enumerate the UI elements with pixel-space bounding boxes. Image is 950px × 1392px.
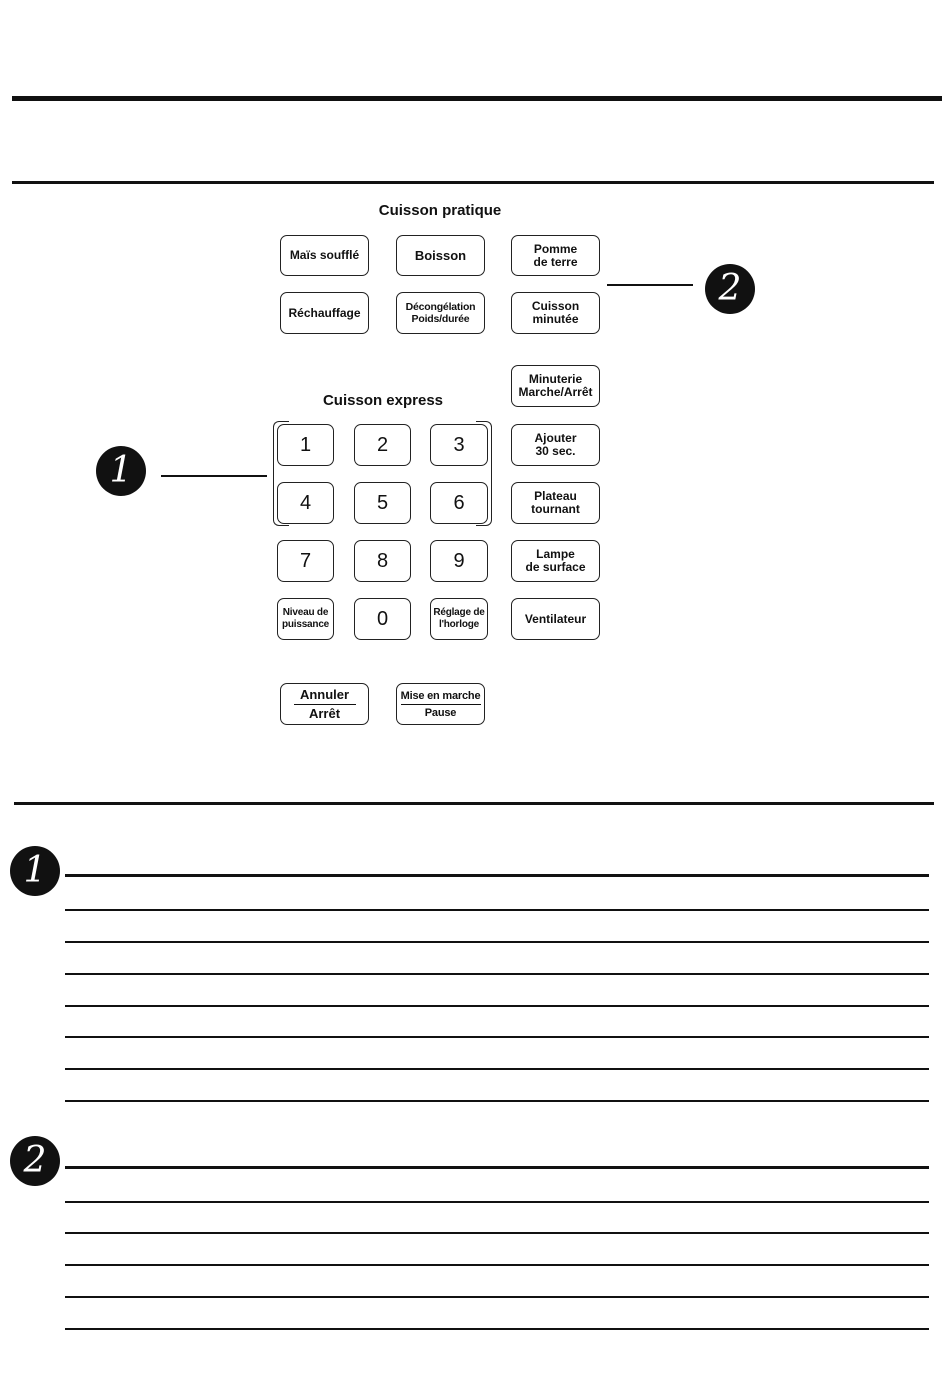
niveau-label-line2: puissance xyxy=(281,619,330,630)
lampe-label-line2: de surface xyxy=(525,560,586,574)
section-two-line xyxy=(65,1232,929,1234)
boisson-label: Boisson xyxy=(414,248,467,263)
numpad-key-0-label: 0 xyxy=(376,607,389,630)
ajouter-30-sec-button[interactable]: Ajouter 30 sec. xyxy=(511,424,600,466)
callout-one-number: 1 xyxy=(109,450,133,491)
annuler-label: Annuler xyxy=(299,686,350,702)
reglage-label-line2: l'horloge xyxy=(438,619,480,630)
ventilateur-label: Ventilateur xyxy=(524,611,587,626)
lampe-label-line1: Lampe xyxy=(536,547,575,561)
mise-en-marche-label: Mise en marche xyxy=(400,689,481,702)
numpad-key-3[interactable]: 3 xyxy=(430,424,488,466)
cuisson-express-heading: Cuisson express xyxy=(322,392,444,409)
numpad-key-9-label: 9 xyxy=(453,549,465,572)
annuler-divider xyxy=(293,703,356,705)
pomme-label-line2: de terre xyxy=(533,254,578,269)
pomme-de-terre-button[interactable]: Pomme de terre xyxy=(511,235,600,276)
cuisson-minutee-button[interactable]: Cuisson minutée xyxy=(511,292,600,334)
minuterie-label-line2: Marche/Arrêt xyxy=(518,385,593,399)
pause-label: Pause xyxy=(424,706,457,719)
reglage-label-line1: Réglage de xyxy=(433,607,485,618)
niveau-label-line1: Niveau de xyxy=(282,607,329,618)
mise-en-marche-pause-button[interactable]: Mise en marche Pause xyxy=(396,683,485,725)
section-two-number: 2 xyxy=(23,1140,47,1181)
mais-souffle-button[interactable]: Maïs soufflé xyxy=(280,235,369,276)
callout-one-badge: 1 xyxy=(96,446,146,496)
section-one-line xyxy=(65,1036,929,1038)
numpad-key-3-label: 3 xyxy=(453,433,465,456)
numpad-key-7[interactable]: 7 xyxy=(277,540,334,582)
numpad-key-9[interactable]: 9 xyxy=(430,540,488,582)
numpad-key-2-label: 2 xyxy=(376,433,389,456)
top-thin-rule xyxy=(12,181,934,184)
rechauffage-label: Réchauffage xyxy=(288,305,361,320)
numpad-key-0[interactable]: 0 xyxy=(354,598,411,640)
callout-one-leader-line xyxy=(161,475,267,477)
ajouter-label-line2: 30 sec. xyxy=(535,444,576,458)
plateau-label-line2: tournant xyxy=(531,502,580,516)
callout-two-number: 2 xyxy=(718,268,742,309)
numpad-key-7-label: 7 xyxy=(299,549,312,572)
top-thick-rule xyxy=(12,96,942,101)
callout-two-badge: 2 xyxy=(705,264,755,314)
numpad-key-6-label: 6 xyxy=(453,491,465,514)
boisson-button[interactable]: Boisson xyxy=(396,235,485,276)
section-two-badge: 2 xyxy=(10,1136,60,1186)
express-bracket-right xyxy=(476,421,492,526)
callout-two-leader-line xyxy=(607,284,693,286)
section-one-number: 1 xyxy=(23,850,47,891)
section-two-line xyxy=(65,1264,929,1266)
cuisson-pratique-heading: Cuisson pratique xyxy=(378,202,502,219)
section-one-line xyxy=(65,1005,929,1007)
plateau-tournant-button[interactable]: Plateau tournant xyxy=(511,482,600,524)
numpad-key-4-label: 4 xyxy=(299,491,312,514)
numpad-key-1-label: 1 xyxy=(299,433,312,456)
pomme-label-line1: Pomme xyxy=(533,241,578,256)
numpad-key-6[interactable]: 6 xyxy=(430,482,488,524)
numpad-key-5[interactable]: 5 xyxy=(354,482,411,524)
section-two-line xyxy=(65,1201,929,1203)
section-one-line xyxy=(65,941,929,943)
niveau-puissance-button[interactable]: Niveau de puissance xyxy=(277,598,334,640)
cuisson-minutee-label-line1: Cuisson xyxy=(531,299,580,313)
section-one-badge: 1 xyxy=(10,846,60,896)
numpad-key-4[interactable]: 4 xyxy=(277,482,334,524)
numpad-key-2[interactable]: 2 xyxy=(354,424,411,466)
arret-label: Arrêt xyxy=(308,705,341,721)
section-divider-rule xyxy=(14,802,934,805)
section-one-header-line xyxy=(65,874,929,877)
numpad-key-8[interactable]: 8 xyxy=(354,540,411,582)
cuisson-minutee-label-line2: minutée xyxy=(532,312,579,326)
decongelation-label-line1: Décongélation xyxy=(405,301,476,313)
numpad-key-8-label: 8 xyxy=(376,549,389,572)
section-one-line xyxy=(65,1100,929,1102)
minuterie-label-line1: Minuterie xyxy=(528,372,583,386)
section-one-line xyxy=(65,1068,929,1070)
section-one-line xyxy=(65,909,929,911)
ventilateur-button[interactable]: Ventilateur xyxy=(511,598,600,640)
plateau-label-line1: Plateau xyxy=(534,489,577,503)
section-two-line xyxy=(65,1296,929,1298)
section-two-line xyxy=(65,1328,929,1330)
lampe-de-surface-button[interactable]: Lampe de surface xyxy=(511,540,600,582)
reglage-horloge-button[interactable]: Réglage de l'horloge xyxy=(430,598,488,640)
minuterie-button[interactable]: Minuterie Marche/Arrêt xyxy=(511,365,600,407)
ajouter-label-line1: Ajouter xyxy=(534,431,577,445)
rechauffage-button[interactable]: Réchauffage xyxy=(280,292,369,334)
numpad-key-5-label: 5 xyxy=(376,491,389,514)
annuler-arret-button[interactable]: Annuler Arrêt xyxy=(280,683,369,725)
section-two-header-line xyxy=(65,1166,929,1169)
numpad-key-1[interactable]: 1 xyxy=(277,424,334,466)
express-bracket-left xyxy=(273,421,289,526)
mais-souffle-label: Maïs soufflé xyxy=(289,248,360,262)
mise-en-marche-divider xyxy=(400,703,481,705)
section-one-line xyxy=(65,973,929,975)
decongelation-button[interactable]: Décongélation Poids/durée xyxy=(396,292,485,334)
decongelation-label-line2: Poids/durée xyxy=(411,313,470,325)
